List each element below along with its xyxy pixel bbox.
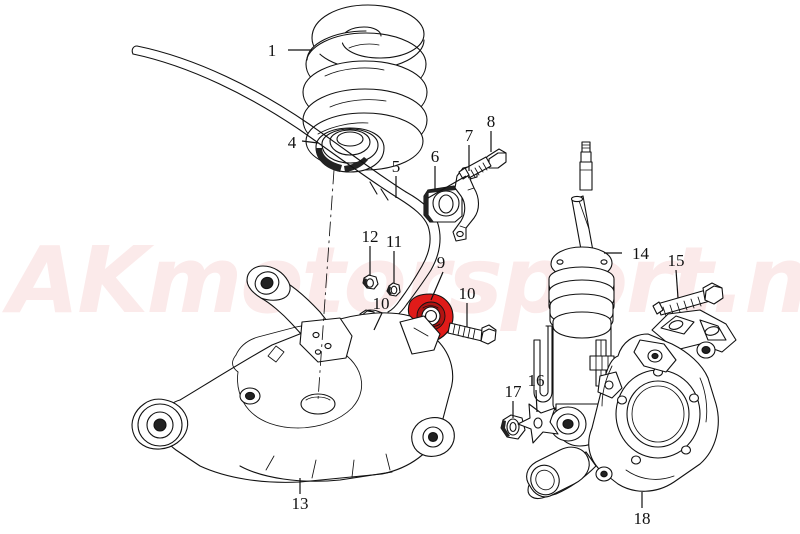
- callout-17: 17: [505, 382, 523, 401]
- callout-leaders: [288, 49, 679, 508]
- part-washer: [386, 282, 401, 297]
- callout-7: 7: [465, 126, 474, 145]
- part-bush-clamp-bracket: [452, 164, 480, 242]
- callout-12: 12: [362, 227, 379, 246]
- part-clamp-bolt: [458, 148, 507, 180]
- callout-10-right: 10: [459, 284, 476, 303]
- part-anti-roll-bar-bush: [423, 185, 463, 223]
- callout-6: 6: [431, 147, 440, 166]
- callout-16: 16: [528, 371, 545, 390]
- axis-centerline: [317, 169, 335, 401]
- callout-15: 15: [668, 251, 685, 270]
- callout-13: 13: [292, 494, 309, 513]
- part-shock-absorber: [533, 141, 615, 447]
- part-shock-mounting-bolt: [652, 282, 724, 317]
- callout-5: 5: [392, 157, 401, 176]
- callout-9: 9: [437, 253, 446, 272]
- part-spring-seat-pad: [315, 127, 385, 173]
- part-washer-plate: [517, 403, 559, 444]
- part-wheel-bearing-housing: [526, 309, 737, 500]
- callout-11: 11: [386, 232, 402, 251]
- callout-4: 4: [288, 133, 297, 152]
- callout-1: 1: [268, 41, 277, 60]
- callout-10-left: 10: [373, 294, 390, 313]
- callout-18: 18: [634, 509, 651, 528]
- callout-8: 8: [487, 112, 496, 131]
- part-coupling-rod-bolt-right: [447, 322, 497, 345]
- part-nut: [362, 274, 379, 290]
- part-hex-nut: [500, 414, 526, 440]
- callout-14: 14: [632, 244, 650, 263]
- part-lower-control-arm: [131, 265, 455, 483]
- callout-numbers: 1 4 5 6 7 8 9 10 10 11 12 13 14 15 16 17…: [268, 41, 685, 528]
- part-coil-spring: [302, 4, 428, 171]
